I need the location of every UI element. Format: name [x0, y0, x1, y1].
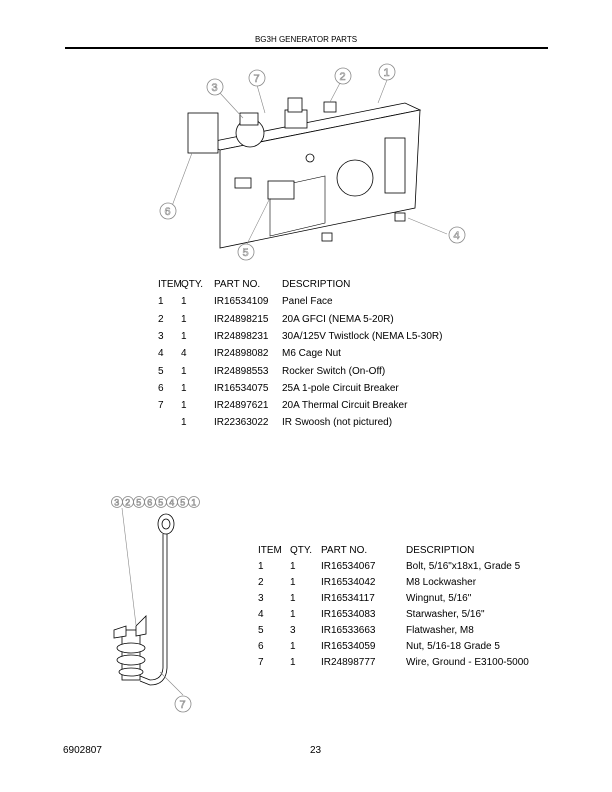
callout-2: 2 [340, 71, 346, 83]
part-number-cell: IR24898777 [321, 657, 376, 668]
item-cell: 1 [158, 296, 164, 308]
item-cell: 4 [258, 609, 264, 620]
item-cell: 5 [158, 365, 164, 377]
part-number-cell: IR16533663 [321, 625, 376, 636]
description-cell: Starwasher, 5/16" [406, 609, 485, 620]
qty-cell: 1 [290, 593, 296, 604]
item-cell: 6 [158, 382, 164, 394]
qty-cell: 1 [290, 609, 296, 620]
callout-circle [188, 496, 200, 508]
part-number-cell: IR16534109 [214, 296, 269, 308]
part-number-cell: IR16534075 [214, 382, 269, 394]
description-cell: 30A/125V Twistlock (NEMA L5-30R) [282, 330, 443, 342]
description-cell: Wire, Ground - E3100-5000 [406, 657, 529, 668]
callout-1: 1 [191, 498, 196, 508]
qty-cell: 4 [181, 348, 187, 360]
part-number-cell: IR24897621 [214, 400, 269, 412]
description-cell: Panel Face [282, 296, 333, 308]
callout-4: 4 [454, 230, 460, 242]
callout-2: 2 [125, 498, 130, 508]
item-cell: 2 [258, 577, 264, 588]
qty-cell: 3 [290, 625, 296, 636]
item-cell: 4 [158, 348, 164, 360]
part-number-cell: IR16534117 [321, 593, 375, 604]
callout-5: 5 [180, 498, 185, 508]
page-header-title: BG3H GENERATOR PARTS [254, 35, 358, 44]
item-cell: 7 [158, 400, 164, 412]
item-cell: 3 [258, 593, 264, 604]
description-cell: M8 Lockwasher [406, 577, 477, 588]
callout-6: 6 [147, 498, 152, 508]
item-cell: 1 [258, 561, 264, 572]
part-number-cell: IR24898215 [214, 313, 269, 325]
part-number-cell: IR24898553 [214, 365, 269, 377]
callout-6: 6 [165, 206, 171, 218]
qty-cell: 1 [290, 561, 296, 572]
qty-cell: 1 [290, 577, 296, 588]
callout-4: 4 [169, 498, 174, 508]
item-cell: 7 [258, 657, 264, 668]
part-number-cell: IR22363022 [214, 417, 269, 429]
description-cell: 20A GFCI (NEMA 5-20R) [282, 313, 394, 325]
qty-cell: 1 [181, 365, 187, 377]
qty-cell: 1 [290, 657, 296, 668]
callout-5: 5 [243, 247, 249, 259]
callout-7-wire: 7 [180, 699, 186, 711]
description-cell: Flatwasher, M8 [406, 625, 474, 636]
qty-cell: 1 [181, 400, 187, 412]
part-number-cell: IR24898082 [214, 348, 269, 360]
item-cell: 6 [258, 641, 264, 652]
callout-1: 1 [384, 67, 390, 79]
callout-3: 3 [212, 82, 218, 94]
part-number-cell: IR16534059 [321, 641, 376, 652]
description-cell: Nut, 5/16-18 Grade 5 [406, 641, 500, 652]
page-number: 23 [310, 745, 322, 756]
part-number-cell: IR16534042 [321, 577, 376, 588]
qty-cell: 1 [290, 641, 296, 652]
callout-5: 5 [158, 498, 163, 508]
qty-cell: 1 [181, 417, 187, 429]
description-cell: Wingnut, 5/16" [406, 593, 472, 604]
qty-cell: 1 [181, 382, 187, 394]
description-cell: Rocker Switch (On-Off) [282, 365, 386, 377]
qty-cell: 1 [181, 313, 187, 325]
callout-3: 3 [114, 498, 119, 508]
item-cell: 5 [258, 625, 264, 636]
item-cell: 2 [158, 313, 164, 325]
panel-diagram: 1 2 7 3 6 5 4 [159, 63, 466, 261]
callout-7: 7 [254, 73, 260, 85]
header-rule [65, 47, 548, 49]
description-cell: 25A 1-pole Circuit Breaker [282, 382, 399, 394]
part-number-cell: IR16534083 [321, 609, 376, 620]
qty-cell: 1 [181, 296, 187, 308]
part-number-cell: IR16534067 [321, 561, 376, 572]
description-cell: IR Swoosh (not pictured) [282, 417, 393, 429]
callout-5: 5 [136, 498, 141, 508]
description-cell: 20A Thermal Circuit Breaker [282, 400, 408, 412]
item-cell: 3 [158, 330, 164, 342]
description-cell: Bolt, 5/16"x18x1, Grade 5 [406, 561, 521, 572]
document-number: 6902807 [63, 745, 102, 756]
description-cell: M6 Cage Nut [282, 348, 341, 360]
part-number-cell: IR24898231 [214, 330, 269, 342]
qty-cell: 1 [181, 330, 187, 342]
